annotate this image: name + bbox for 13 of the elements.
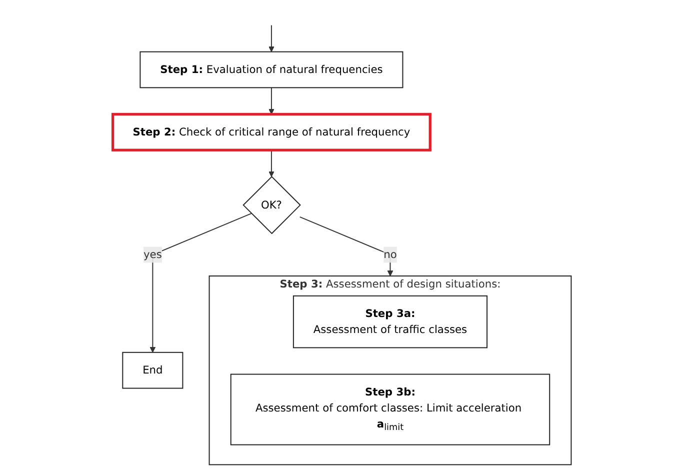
arrow (150, 212, 252, 353)
arrow (299, 216, 394, 276)
arrow (268, 87, 274, 114)
node-box: Step 3b: Assessment of comfort classes: Limit acceleration a$_{limit}$ (230, 374, 550, 446)
node-box: Step 3a: Assessment of traffic classes (292, 295, 488, 348)
node-diamond: OK? (242, 176, 301, 234)
node-box: End (122, 352, 184, 389)
arrow (268, 24, 274, 52)
edge-label: no (384, 248, 397, 261)
node-box: Step 2: Check of critical range of natural frequency (111, 112, 432, 152)
edge-label: yes (144, 248, 162, 261)
node-box: Step 1: Evaluation of natural frequencies (140, 51, 404, 88)
arrow (268, 150, 274, 177)
